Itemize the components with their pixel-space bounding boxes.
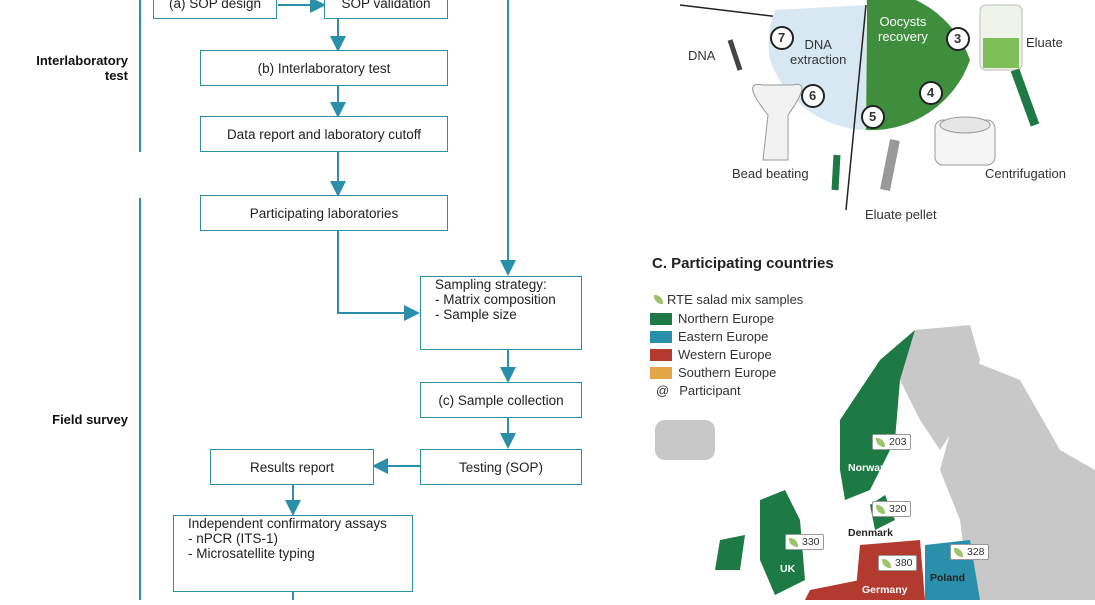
step-6: 6 xyxy=(809,88,817,103)
legend-label: Participant xyxy=(679,383,741,398)
testing-label: Testing (SOP) xyxy=(458,459,544,475)
countries-title: C. Participating countries xyxy=(652,255,834,272)
map-label-denmark: Denmark xyxy=(848,527,893,539)
interlab-bracket xyxy=(139,0,141,152)
field-bracket xyxy=(139,198,141,600)
swatch-southern xyxy=(650,366,672,379)
leaf-icon xyxy=(654,295,663,304)
swatch-northern xyxy=(650,312,672,325)
badge-poland: 328 xyxy=(950,544,989,560)
legend-label: Northern Europe xyxy=(678,311,775,326)
participating-labs-label: Participating laboratories xyxy=(249,205,399,221)
interlab-test-box: (b) Interlaboratory test xyxy=(200,50,448,86)
leaf-icon xyxy=(876,437,885,447)
field-section-label: Field survey xyxy=(52,412,128,427)
data-report-label: Data report and laboratory cutoff xyxy=(226,126,422,142)
dna-extraction-label: DNA extraction xyxy=(790,37,847,67)
legend-western: Western Europe xyxy=(650,347,772,362)
confirm-title: Independent confirmatory assays xyxy=(188,516,387,531)
map-label-uk: UK xyxy=(780,563,796,575)
step-5: 5 xyxy=(869,109,877,124)
interlab-test-label: (b) Interlaboratory test xyxy=(257,60,391,76)
map-label-germany: Germany xyxy=(862,584,908,596)
testing-box: Testing (SOP) xyxy=(420,449,582,485)
legend-label: Western Europe xyxy=(678,347,772,362)
badge-count: 330 xyxy=(802,536,820,548)
badge-count: 203 xyxy=(889,436,907,448)
step-3: 3 xyxy=(954,31,962,46)
badge-count: 320 xyxy=(889,503,907,515)
flow-arrows xyxy=(278,0,516,600)
sampling-strategy-box: Sampling strategy: - Matrix composition … xyxy=(420,276,582,350)
dna-label: DNA xyxy=(688,48,716,63)
legend-eastern: Eastern Europe xyxy=(650,329,768,344)
sop-design-label: (a) SOP design xyxy=(168,0,262,11)
sampling-item-size: - Sample size xyxy=(435,307,517,322)
oocysts-recovery-label: Oocysts recovery xyxy=(878,14,928,44)
at-icon: @ xyxy=(656,383,670,398)
sampling-title: Sampling strategy: xyxy=(435,277,547,292)
swatch-eastern xyxy=(650,330,672,343)
badge-germany: 380 xyxy=(878,555,917,571)
legend-southern: Southern Europe xyxy=(650,365,776,380)
leaf-icon xyxy=(954,547,963,557)
right-panel: DNA DNA extraction Oocysts recovery Elua… xyxy=(640,0,1095,600)
interlab-section-label: Interlaboratory test xyxy=(36,53,128,83)
confirmatory-assays-box: Independent confirmatory assays - nPCR (… xyxy=(173,515,413,592)
step-4: 4 xyxy=(927,85,935,100)
leaf-icon xyxy=(882,558,891,568)
confirm-item-microsat: - Microsatellite typing xyxy=(188,546,315,561)
eluate-label: Eluate xyxy=(1026,35,1063,50)
leaf-icon xyxy=(789,537,798,547)
legend-northern: Northern Europe xyxy=(650,311,774,326)
bead-beating-label: Bead beating xyxy=(732,166,809,181)
data-report-box: Data report and laboratory cutoff xyxy=(200,116,448,152)
results-report-box: Results report xyxy=(210,449,374,485)
centrifugation-label: Centrifugation xyxy=(985,166,1066,181)
map-label-norway: Norway xyxy=(848,462,886,474)
badge-uk: 330 xyxy=(785,534,824,550)
confirm-item-npcr: - nPCR (ITS-1) xyxy=(188,531,279,546)
leaf-icon xyxy=(876,504,885,514)
results-report-label: Results report xyxy=(249,459,335,475)
legend-label: Eastern Europe xyxy=(678,329,769,344)
sop-validation-box: SOP validation xyxy=(324,0,448,19)
legend-participant: @ Participant xyxy=(656,383,741,398)
workflow-and-map-graphic xyxy=(655,0,1095,600)
participating-labs-box: Participating laboratories xyxy=(200,195,448,231)
swatch-western xyxy=(650,348,672,361)
sop-design-box: (a) SOP design xyxy=(153,0,277,19)
badge-count: 328 xyxy=(967,546,985,558)
sample-collection-label: (c) Sample collection xyxy=(438,392,564,408)
sampling-item-matrix: - Matrix composition xyxy=(435,292,556,307)
sample-collection-box: (c) Sample collection xyxy=(420,382,582,418)
eluate-pellet-label: Eluate pellet xyxy=(865,207,937,222)
badge-count: 380 xyxy=(895,557,913,569)
legend-label: Southern Europe xyxy=(678,365,777,380)
step-7: 7 xyxy=(778,30,786,45)
legend-rte-salad: RTE salad mix samples xyxy=(654,292,803,307)
legend-label: RTE salad mix samples xyxy=(667,292,804,307)
sop-validation-label: SOP validation xyxy=(341,0,431,11)
badge-denmark: 320 xyxy=(872,501,911,517)
badge-norway: 203 xyxy=(872,434,911,450)
map-label-poland: Poland xyxy=(930,572,966,584)
